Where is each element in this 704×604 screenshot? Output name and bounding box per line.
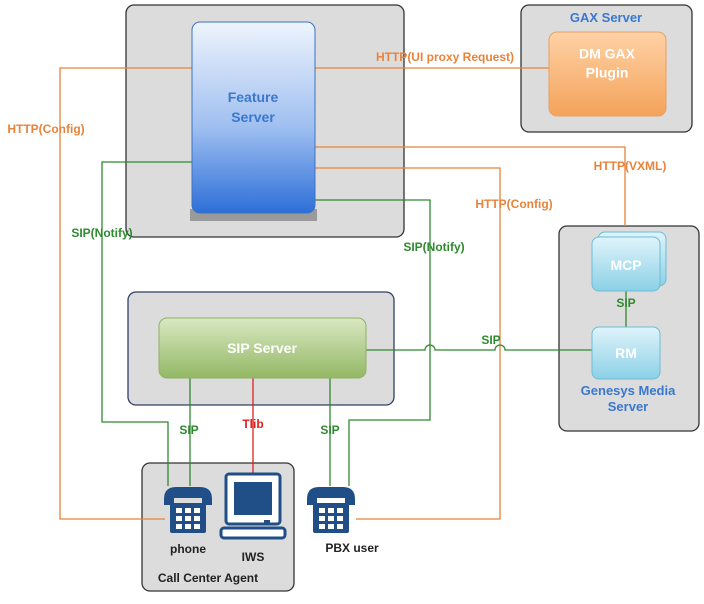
sip-phone-label: SIP — [179, 423, 198, 437]
http-config-right-label: HTTP(Config) — [475, 197, 552, 211]
edge-labels: HTTP(UI proxy Request) HTTP(Config) HTTP… — [7, 50, 666, 437]
http-config-left-label: HTTP(Config) — [7, 122, 84, 136]
tlib-label: Tlib — [242, 417, 263, 431]
sip-server[interactable]: SIP Server — [158, 317, 367, 379]
gax-plugin-box — [548, 31, 667, 117]
phone-label: phone — [170, 542, 206, 556]
sip-notify-right-label: SIP(Notify) — [403, 240, 464, 254]
sip-to-rm-line — [366, 344, 592, 351]
http-ui-proxy-label: HTTP(UI proxy Request) — [376, 50, 514, 64]
http-config-left-line — [59, 67, 192, 520]
sip-notify-right-line — [315, 199, 431, 486]
http-config-right-line — [315, 167, 501, 520]
sip-notify-left-line — [101, 161, 192, 486]
http-vxml-line — [315, 146, 626, 226]
mcp-label: MCP — [610, 257, 641, 273]
pbx-user-label: PBX user — [325, 541, 379, 555]
rm-label: RM — [615, 345, 637, 361]
gax-server-title: GAX Server — [570, 10, 642, 25]
iws-icon[interactable] — [219, 472, 287, 540]
sip-to-rm-label: SIP — [481, 333, 500, 347]
sip-server-box — [158, 317, 367, 379]
iws-label: IWS — [242, 550, 265, 564]
mcp-box — [591, 236, 661, 292]
rm[interactable]: RM — [591, 326, 661, 380]
connectors — [59, 67, 627, 520]
sip-notify-left-label: SIP(Notify) — [71, 226, 132, 240]
pbx-phone-icon[interactable] — [307, 487, 355, 533]
phone-icon[interactable] — [164, 487, 212, 533]
sip-mcp-rm-label: SIP — [616, 296, 635, 310]
http-vxml-label: HTTP(VXML) — [594, 159, 667, 173]
sip-pbx-label: SIP — [320, 423, 339, 437]
feature-server-box — [191, 21, 316, 214]
rm-box — [591, 326, 661, 380]
mcp[interactable]: MCP — [591, 231, 667, 292]
call-center-agent-label: Call Center Agent — [158, 571, 258, 585]
sip-server-label: SIP Server — [227, 340, 297, 356]
